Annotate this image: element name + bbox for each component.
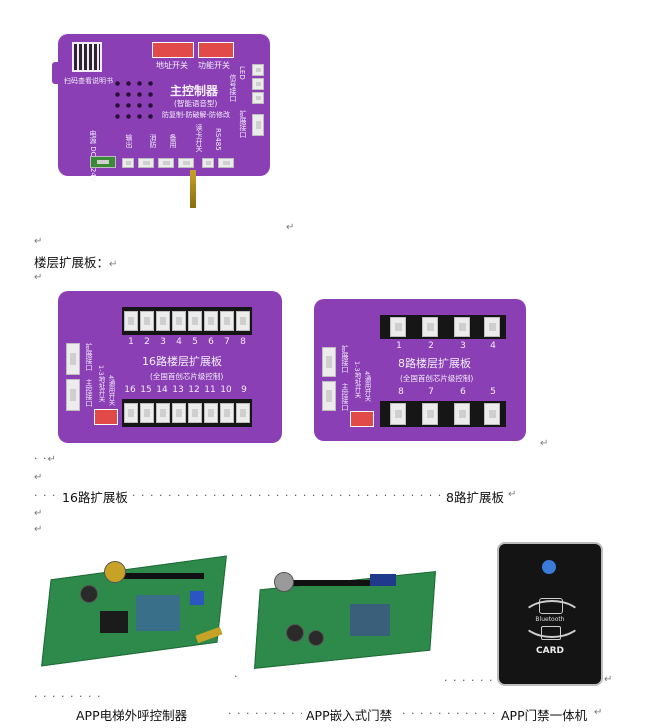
bottom-label-spare: 备用 [169,134,177,148]
card-label: CARD [536,646,564,656]
caption-embedded-access: APP嵌入式门禁 [306,708,393,723]
channel-number: 4 [176,337,182,347]
right-label-led: LED [238,66,246,80]
channel-number: 2 [144,337,150,347]
board16-title: 16路楼层扩展板 [142,355,222,368]
hand-card-icon [541,626,561,640]
paragraph-mark: ↵ [34,472,43,483]
right-label-signal: 信号接口 [229,74,237,102]
board16-subtitle: (全国首创芯片级控制) [150,372,224,381]
paragraph-mark: ↵ [34,236,43,247]
channel-number: 5 [192,337,198,347]
speaker-grille-icon [112,78,158,124]
paragraph-mark: ↵ [34,272,43,283]
channel-number: 1 [128,337,134,347]
bottom-label-card-switch: 读卡开关 [195,124,203,152]
antenna-icon [190,170,196,208]
board8-label-expansion: 扩展接口 [341,345,349,373]
board8-label-address: 1-3地址开关 [353,361,361,398]
bottom-label-rs485: RS485 [214,128,222,151]
board8-dip-switch [350,411,374,427]
channel-number: 8 [240,337,246,347]
qr-code-icon [72,42,102,72]
channel-number: 12 [188,385,200,395]
paragraph-mark: ↵ [508,489,517,500]
bottom-label-power: 电源 DC12-24V [89,130,97,182]
channel-number: 8 [398,387,404,397]
main-board-subtitle: (智能语音型) [174,99,218,108]
bottom-label-output: 输出 [125,134,133,148]
channel-number: 7 [224,337,230,347]
brand-logo-icon [542,560,556,574]
address-dip-switch [152,42,194,58]
function-dip-switch [198,42,234,58]
qr-caption: 扫码查看说明书 [64,77,113,85]
main-board-title: 主控制器 [170,84,219,98]
channel-number: 13 [172,385,184,395]
section-heading: 楼层扩展板：↵ [34,255,118,270]
paragraph-mark: ↵ [594,707,603,718]
board8-subtitle: (全国首创芯片级控制) [400,374,474,383]
channel-number: 7 [428,387,434,397]
dip-label-function: 功能开关 [198,61,230,70]
right-label-expansion: 扩展接口 [239,110,247,138]
bottom-label-fire: 消防 [149,134,157,148]
paragraph-mark: ↵ [286,222,295,233]
board8-label-main: 主控接口 [341,383,349,411]
caption-8-board: 8路扩展板 [446,490,504,505]
caption-elevator-controller: APP电梯外呼控制器 [76,708,188,723]
contactless-icon [521,600,583,638]
board16-label-expansion: 扩展接口 [85,343,93,371]
board16-label-address: 1-3地址开关 [97,365,105,402]
channel-number: 3 [460,341,466,351]
channel-number: 1 [396,341,402,351]
bluetooth-label: Bluetooth [535,616,565,623]
channel-number: 15 [140,385,152,395]
channel-number: 11 [204,385,216,395]
access-control-reader: Bluetooth CARD [497,542,603,686]
board8-label-general: 4通用开关 [363,371,371,402]
elevator-controller-pcb [40,555,230,667]
channel-number: 10 [220,385,232,395]
paragraph-mark: ↵ [34,508,43,519]
paragraph-mark: ↵ [34,524,43,535]
board16-label-main: 主控接口 [85,379,93,407]
paragraph-mark: ↵ [604,674,613,685]
channel-number: 9 [241,385,247,395]
channel-number: 4 [490,341,496,351]
board8-title: 8路楼层扩展板 [398,357,471,370]
bluetooth-icon [539,598,563,614]
board16-label-general: 4通用开关 [107,375,115,406]
floor-expansion-board-8: 1 2 3 4 8路楼层扩展板 (全国首创芯片级控制) 8 7 6 5 扩展接口… [314,299,526,441]
embedded-access-pcb [246,566,442,674]
dip-label-address: 地址开关 [156,61,188,70]
paragraph-mark: ↵ [540,438,549,449]
channel-number: 6 [208,337,214,347]
floor-expansion-board-16: 1 2 3 4 5 6 7 8 16路楼层扩展板 (全国首创芯片级控制) 16 … [58,291,282,443]
board16-dip-switch [94,409,118,425]
caption-16-board: 16路扩展板 [62,490,128,505]
channel-number: 16 [124,385,136,395]
channel-number: 6 [460,387,466,397]
channel-number: 2 [428,341,434,351]
main-board-tagline: 防复制-防破解-防修改 [162,111,231,119]
caption-all-in-one: APP门禁一体机 [501,708,588,723]
channel-number: 3 [160,337,166,347]
main-controller-board: 扫码查看说明书 地址开关 功能开关 主控制器 (智能语音型) 防复制-防破解-防… [52,34,270,208]
channel-number: 5 [490,387,496,397]
channel-number: 14 [156,385,168,395]
